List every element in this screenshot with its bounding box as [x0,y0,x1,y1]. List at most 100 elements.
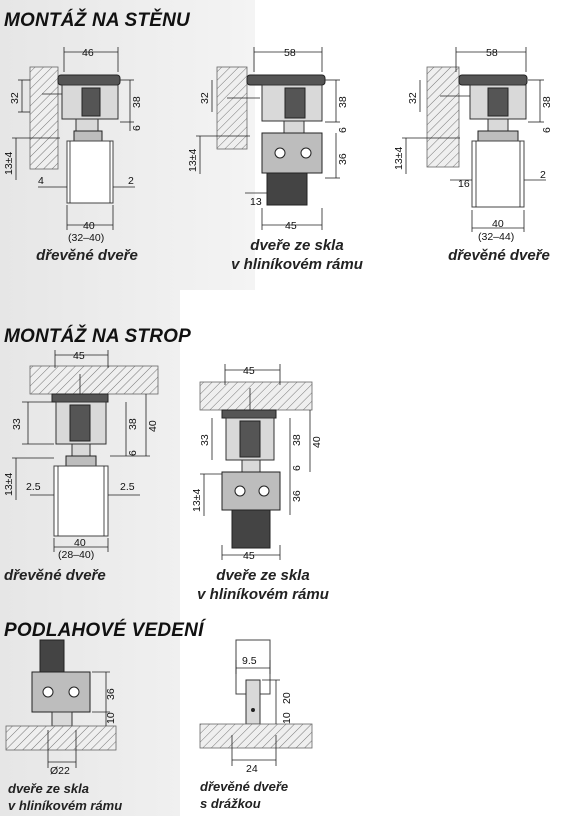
dim-13: 13±4 [3,473,15,496]
wall-mount-glass-door-drawing [196,47,340,230]
floor-guide [245,679,261,725]
caption-line-1: dveře ze skla [250,237,344,254]
caption-line: dřevěné dveře [36,247,138,264]
dim-13: 13 [250,196,262,208]
dim-range: (32–44) [478,231,514,243]
dim-32: 32 [199,92,211,104]
ceiling-mount-wooden-door-drawing [12,350,159,552]
section-title-wall-mount: MONTÁŽ NA STĚNU [4,10,190,31]
dim-13: 13±4 [393,147,405,170]
dim-58: 58 [284,47,296,59]
dim-36: 36 [105,688,117,700]
dim-24: 24 [246,763,258,775]
dim-58: 58 [486,47,498,59]
roller [284,87,306,119]
caption-line-2: v hliníkovém rámu [8,798,123,813]
dim-36: 36 [337,153,349,165]
dim-6: 6 [337,127,349,133]
hanger [241,459,261,473]
door-leaf [53,465,109,537]
ceiling-hatch [29,365,159,395]
caption-line-1: dřevěné dveře [200,779,289,794]
floor-guide-wooden-door-drawing [199,639,313,766]
caption-floor-wooden-door: dřevěné dveře s drážkou [200,778,350,812]
dim-38: 38 [131,96,143,108]
dim-22: Ø22 [50,765,70,777]
door-clamp [477,130,519,142]
aluminium-frame [31,671,91,713]
dim-4: 4 [38,175,44,187]
floor-guide-glass-door-drawing [5,639,117,768]
dim-40: 40 [83,220,95,232]
hanger [71,443,91,457]
dim-2: 2 [540,169,546,181]
glass-panel [39,639,65,673]
track-profile [458,74,528,86]
floor-hatch [199,723,313,749]
caption-line-2: s drážkou [200,796,261,811]
caption-line: dřevěné dveře [4,567,106,584]
door-leaf [471,140,525,208]
wall-hatch [29,66,59,170]
dim-6: 6 [131,125,143,131]
caption-line-2: v hliníkovém rámu [197,586,329,603]
caption-wall-glass-door: dveře ze skla v hliníkovém rámu [222,236,372,274]
dim-45-bottom: 45 [243,550,255,562]
dim-40: 40 [74,537,86,549]
dim-20: 20 [281,692,293,704]
section-title-floor-guide: PODLAHOVÉ VEDENÍ [4,620,204,641]
ceiling-mount-glass-door-drawing [199,364,313,560]
track-profile [57,74,121,86]
caption-line-1: dveře ze skla [216,567,310,584]
dim-46: 46 [82,47,94,59]
track-profile [221,409,277,419]
dim-2-5-left: 2.5 [26,481,41,493]
dim-2-5-right: 2.5 [120,481,135,493]
section-title-ceiling-mount: MONTÁŽ NA STROP [4,326,192,347]
glass-panel [266,172,308,206]
dim-33: 33 [199,434,211,446]
caption-line-1: dveře ze skla [8,781,89,796]
dim-2: 2 [128,175,134,187]
roller [81,87,101,117]
floor-hatch [5,725,117,751]
aluminium-frame [261,132,323,174]
roller [487,87,509,117]
caption-wall-wooden-door-2: dřevěné dveře [434,246,564,265]
dim-38: 38 [291,434,303,446]
dim-38: 38 [337,96,349,108]
hanger [283,120,305,134]
dim-40: 40 [492,218,504,230]
wall-hatch [426,66,460,168]
caption-wall-wooden-door: dřevěné dveře [22,246,152,265]
dim-16: 16 [458,178,470,190]
door-leaf [66,140,114,204]
caption-line: dřevěné dveře [448,247,550,264]
caption-ceiling-glass-door: dveře ze skla v hliníkovém rámu [188,566,338,604]
aluminium-frame [221,471,281,511]
dim-36: 36 [291,490,303,502]
dim-38: 38 [127,418,139,430]
floor-guide [51,711,73,727]
dim-32: 32 [9,92,21,104]
dim-45: 45 [73,350,85,362]
dim-10: 10 [105,712,117,724]
door-clamp [73,130,103,142]
dim-13: 13±4 [3,152,15,175]
dim-38: 38 [541,96,553,108]
door-clamp [65,455,97,467]
dim-6: 6 [127,450,139,456]
dim-40: 40 [147,420,159,432]
dim-45: 45 [285,220,297,232]
roller [69,404,91,442]
caption-ceiling-wooden-door: dřevěné dveře [4,566,144,585]
dim-10: 10 [281,712,293,724]
hanger [75,118,99,132]
caption-line-2: v hliníkovém rámu [231,256,363,273]
dim-32: 32 [407,92,419,104]
dim-9-5: 9.5 [242,655,257,667]
track-profile [246,74,326,86]
dim-45: 45 [243,365,255,377]
caption-floor-glass-door: dveře ze skla v hliníkovém rámu [8,780,158,814]
